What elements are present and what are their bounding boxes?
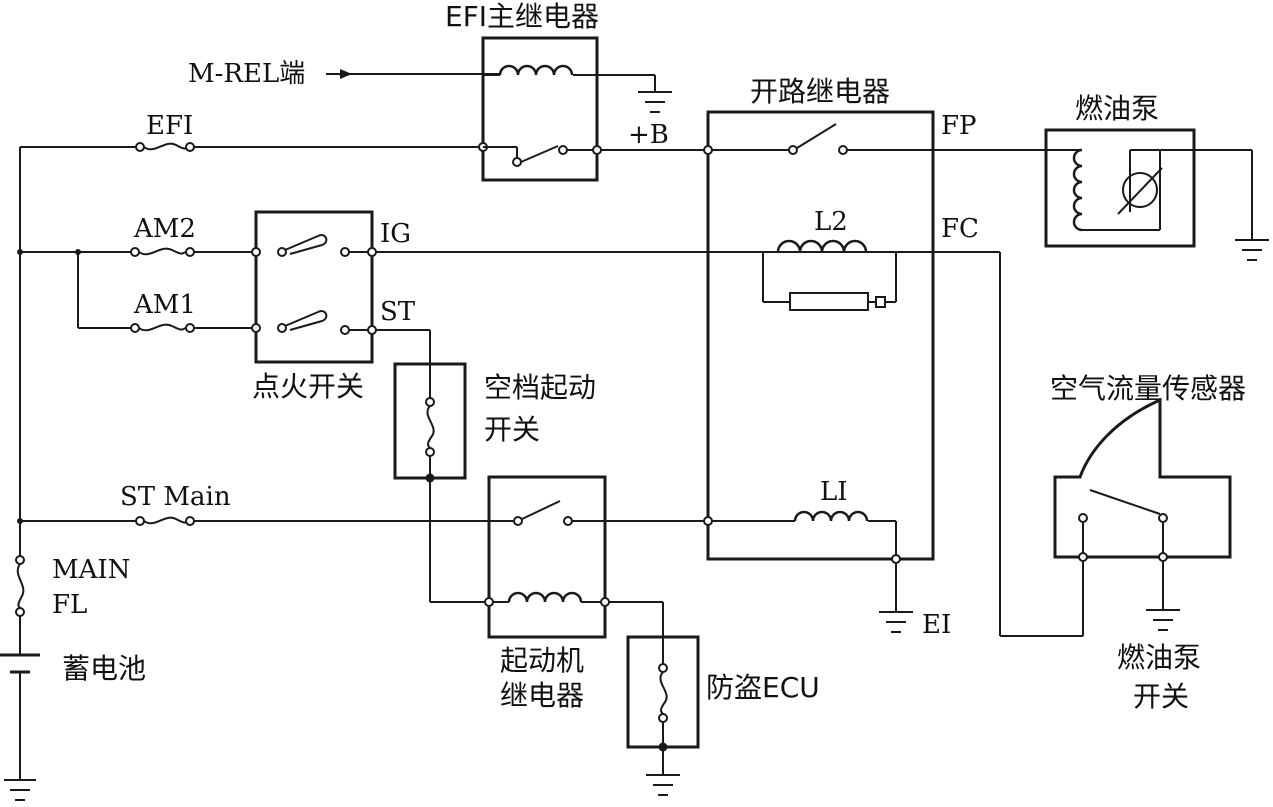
fuse-am2 bbox=[130, 247, 195, 257]
label-ignition-switch: 点火开关 bbox=[252, 370, 364, 403]
label-starter-relay-2: 继电器 bbox=[500, 679, 584, 712]
fuse-efi bbox=[135, 142, 195, 152]
label-ei: EI bbox=[922, 610, 951, 640]
air-flow-sensor bbox=[1053, 397, 1232, 562]
ground-fuel-pump bbox=[1235, 239, 1269, 261]
label-air-flow-sensor: 空气流量传感器 bbox=[1050, 372, 1246, 405]
label-circuit-opening-relay: 开路继电器 bbox=[750, 75, 890, 108]
wiring bbox=[19, 69, 1253, 780]
label-efi-main-relay: EFI主继电器 bbox=[445, 0, 599, 33]
fuse-am1 bbox=[130, 323, 195, 333]
label-l1: LI bbox=[820, 477, 848, 507]
label-fuel-pump: 燃油泵 bbox=[1075, 92, 1159, 125]
fuse-st-main bbox=[135, 516, 195, 526]
junction-dots bbox=[17, 249, 81, 524]
label-starter-relay-1: 起动机 bbox=[500, 644, 584, 677]
label-fuel-pump-switch-2: 开关 bbox=[1133, 680, 1189, 713]
label-fuse-efi: EFI bbox=[146, 111, 193, 141]
label-fuse-fl: FL bbox=[52, 590, 87, 620]
label-st: ST bbox=[380, 297, 416, 327]
neutral-start-switch bbox=[393, 362, 467, 483]
ground-efi-coil bbox=[638, 91, 672, 113]
battery-symbol bbox=[0, 653, 40, 674]
label-plus-b: +B bbox=[628, 120, 669, 150]
circuit-opening-relay bbox=[703, 110, 935, 564]
label-neutral-start-switch-1: 空档起动 bbox=[484, 371, 596, 404]
label-fuse-am1: AM1 bbox=[133, 290, 196, 320]
efi-main-relay bbox=[478, 36, 602, 182]
label-fc: FC bbox=[941, 214, 979, 244]
label-anti-theft-ecu: 防盗ECU bbox=[706, 671, 820, 704]
starter-relay bbox=[484, 475, 610, 639]
label-ig: IG bbox=[380, 219, 411, 249]
anti-theft-ecu-box bbox=[626, 635, 700, 752]
ground-anti-theft bbox=[646, 774, 680, 796]
ground-ei bbox=[879, 611, 913, 633]
label-fuse-am2: AM2 bbox=[133, 214, 196, 244]
ground-fuel-pump-switch bbox=[1146, 609, 1180, 631]
label-battery: 蓄电池 bbox=[62, 652, 146, 685]
label-neutral-start-switch-2: 开关 bbox=[484, 413, 540, 446]
label-fuse-main: MAIN bbox=[52, 555, 130, 585]
label-fuel-pump-switch-1: 燃油泵 bbox=[1117, 641, 1201, 674]
fuse-main-fl bbox=[15, 555, 25, 617]
label-fp: FP bbox=[941, 111, 977, 141]
label-fuse-st-main: ST Main bbox=[120, 482, 231, 512]
label-l2: L2 bbox=[814, 207, 848, 237]
label-m-rel: M-REL端 bbox=[188, 59, 305, 89]
fuel-pump bbox=[1044, 128, 1196, 248]
ignition-switch bbox=[251, 210, 377, 364]
ground-battery bbox=[4, 779, 36, 801]
